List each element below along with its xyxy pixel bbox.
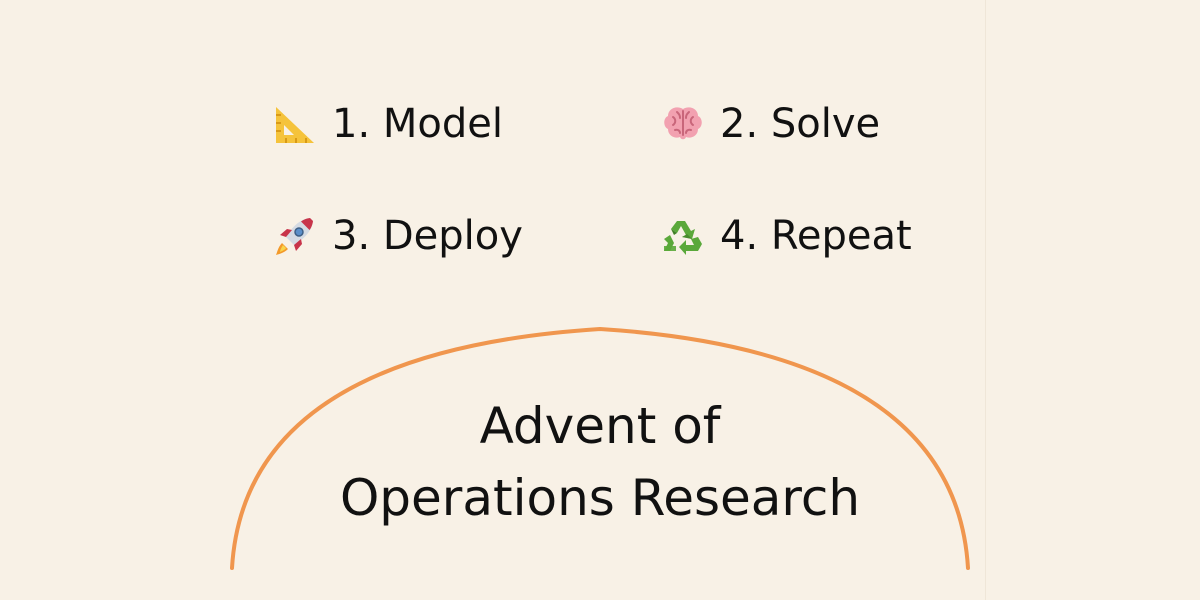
triangular-ruler-icon xyxy=(272,101,318,147)
title-line-2: Operations Research xyxy=(339,469,861,527)
title-block: Advent of Operations Research xyxy=(300,390,900,534)
step-label-model: 1. Model xyxy=(332,101,503,147)
recycle-icon xyxy=(660,213,706,259)
title-line-1: Advent of xyxy=(479,397,721,455)
step-label-solve: 2. Solve xyxy=(720,101,881,147)
step-deploy: 3. Deploy xyxy=(272,206,523,266)
brain-icon xyxy=(660,101,706,147)
page-edge-divider xyxy=(985,0,986,600)
rocket-icon xyxy=(272,213,318,259)
step-solve: 2. Solve xyxy=(660,94,880,154)
step-label-deploy: 3. Deploy xyxy=(332,213,523,259)
step-model: 1. Model xyxy=(272,94,503,154)
step-repeat: 4. Repeat xyxy=(660,206,912,266)
step-label-repeat: 4. Repeat xyxy=(720,213,912,259)
